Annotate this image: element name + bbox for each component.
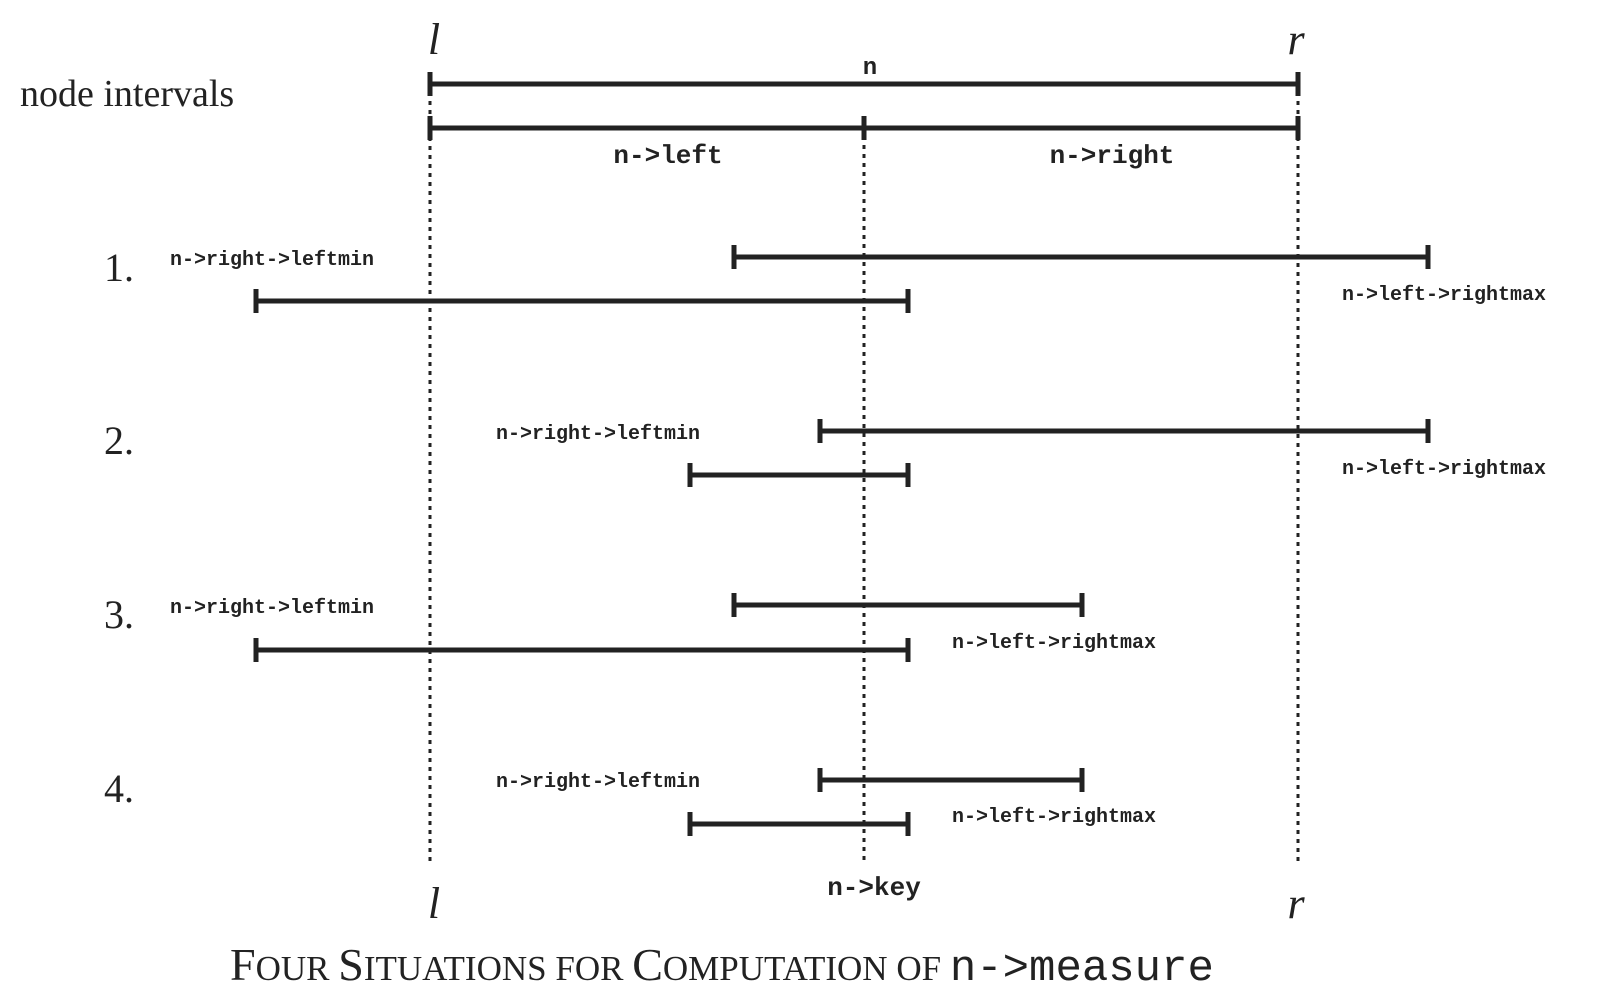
situation-3-number: 3.: [104, 592, 134, 637]
bound-label-r-top: r: [1287, 15, 1305, 64]
situation-1-intervals: [253, 245, 1431, 313]
situation-2-intervals: [687, 419, 1431, 487]
bound-label-l-top: l: [428, 15, 440, 64]
situation-3-rightmax-label: n->left->rightmax: [952, 632, 1156, 655]
situation-1-number: 1.: [104, 245, 134, 290]
child-label-left: n->left: [613, 141, 722, 171]
key-label: n->key: [827, 873, 921, 903]
situation-3-intervals: [253, 593, 1085, 662]
heading-node-intervals: node intervals: [20, 73, 234, 115]
node-interval-n: [427, 72, 1301, 96]
situation-2-rightmax-label: n->left->rightmax: [1342, 458, 1546, 481]
caption: FOUR SITUATIONS FOR COMPUTATION OF n->me…: [230, 939, 1214, 994]
situation-2-leftmin-label: n->right->leftmin: [496, 423, 700, 446]
bound-label-l-bottom: l: [428, 879, 440, 928]
guide-lines: [428, 92, 1300, 863]
situation-1-rightmax-label: n->left->rightmax: [1342, 284, 1546, 307]
situation-4-leftmin-label: n->right->leftmin: [496, 771, 700, 794]
child-label-right: n->right: [1050, 141, 1175, 171]
caption-code: n->measure: [950, 944, 1214, 994]
bound-label-r-bottom: r: [1287, 879, 1305, 928]
child-intervals: [427, 116, 1301, 140]
node-label-n: n: [863, 55, 877, 82]
situation-4-intervals: [687, 768, 1085, 836]
situation-2-number: 2.: [104, 418, 134, 463]
situation-4-rightmax-label: n->left->rightmax: [952, 806, 1156, 829]
situation-1-leftmin-label: n->right->leftmin: [170, 249, 374, 272]
situation-3-leftmin-label: n->right->leftmin: [170, 597, 374, 620]
situation-4-number: 4.: [104, 766, 134, 811]
